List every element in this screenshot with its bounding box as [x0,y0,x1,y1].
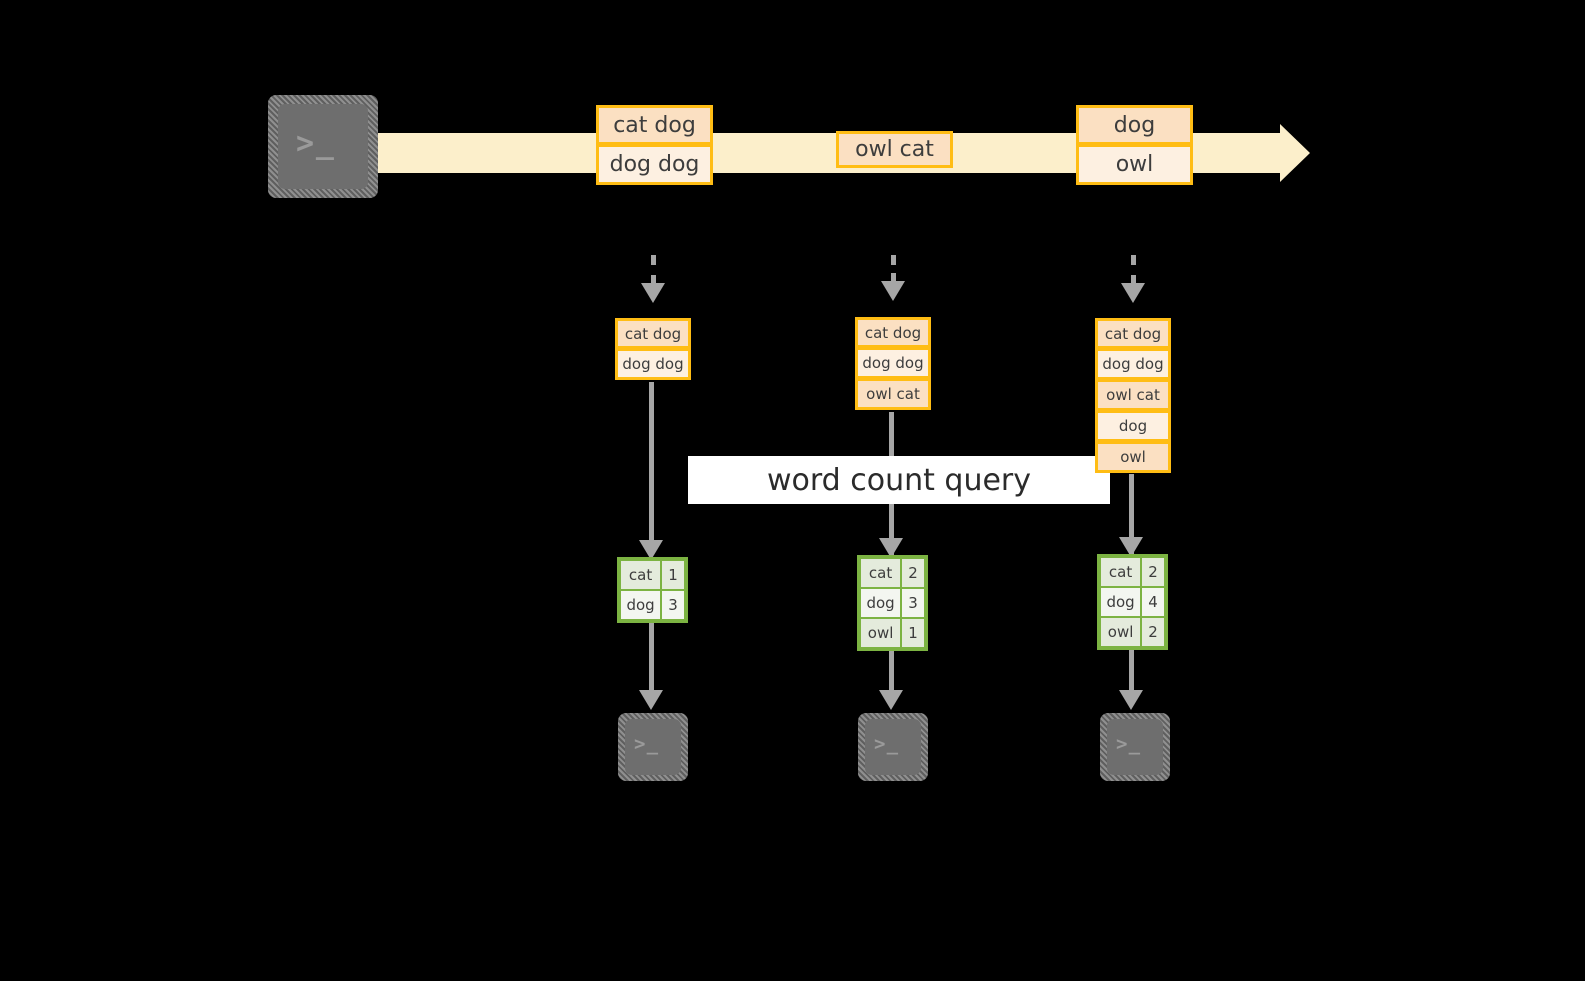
terminal-prompt-glyph: >_ [296,126,336,161]
terminal-body [625,719,681,775]
table-cell-word: cat [860,558,902,588]
snapshot-3-sink-terminal-icon: >_ [1100,713,1170,781]
table-cell-count: 2 [901,558,925,588]
snapshot-2-query-arrowhead [879,538,903,558]
table-cell-word: cat [620,560,662,590]
table-cell-count: 4 [1141,587,1165,617]
snapshot-3-query-connector [1129,474,1134,574]
snapshot-2-result-table: cat 2 dog 3 owl 1 [857,555,928,651]
table-cell-word: owl [860,618,902,648]
table-cell-count: 1 [661,560,685,590]
snapshot-2-intake-arrowhead [881,281,905,301]
table-row: dog 4 [1100,587,1165,617]
buffered-message: dog dog [855,348,931,379]
table-cell-count: 3 [661,590,685,620]
stream-message: owl [1076,145,1193,185]
terminal-body [865,719,921,775]
table-row: cat 2 [860,558,925,588]
stream-group-3: dog owl [1076,105,1193,185]
snapshot-1-query-arrowhead [639,540,663,560]
table-row: cat 2 [1100,557,1165,587]
stream-group-1: cat dog dog dog [596,105,713,185]
query-banner-label: word count query [766,462,1032,498]
buffered-message: dog dog [615,349,691,380]
snapshot-1-result-table: cat 1 dog 3 [617,557,688,623]
terminal-prompt-glyph: >_ [1116,733,1142,755]
buffered-message: cat dog [1095,318,1171,349]
buffered-message: owl [1095,442,1171,473]
snapshot-3-buffer: cat dog dog dog owl cat dog owl [1095,318,1171,473]
snapshot-1-sink-connector [649,623,654,695]
snapshot-1-query-connector [649,382,654,547]
table-cell-count: 2 [1141,557,1165,587]
table-cell-count: 1 [901,618,925,648]
table-cell-word: cat [1100,557,1142,587]
snapshot-3-result-table: cat 2 dog 4 owl 2 [1097,554,1168,650]
stream-message: cat dog [596,105,713,145]
snapshot-3-query-arrowhead [1119,537,1143,557]
buffered-message: cat dog [855,317,931,348]
buffered-message: owl cat [855,379,931,410]
snapshot-2-sink-arrowhead [879,690,903,710]
table-cell-count: 3 [901,588,925,618]
buffered-message: owl cat [1095,380,1171,411]
terminal-prompt-glyph: >_ [634,733,660,755]
snapshot-2-buffer: cat dog dog dog owl cat [855,317,931,410]
snapshot-1-sink-arrowhead [639,690,663,710]
table-cell-word: dog [1100,587,1142,617]
stream-group-2: owl cat [836,131,953,168]
snapshot-2-sink-terminal-icon: >_ [858,713,928,781]
table-row: dog 3 [860,588,925,618]
table-row: owl 1 [860,618,925,648]
snapshot-3-intake-arrowhead [1121,283,1145,303]
buffered-message: cat dog [615,318,691,349]
table-row: owl 2 [1100,617,1165,647]
stream-message: dog [1076,105,1193,145]
terminal-prompt-glyph: >_ [874,733,900,755]
snapshot-1-intake-connector [651,255,656,285]
stream-message: dog dog [596,145,713,185]
terminal-body [278,104,368,189]
snapshot-2-sink-connector [889,651,894,695]
query-banner: word count query [688,456,1110,504]
table-row: dog 3 [620,590,685,620]
terminal-body [1107,719,1163,775]
table-cell-word: dog [620,590,662,620]
table-cell-word: dog [860,588,902,618]
snapshot-1-buffer: cat dog dog dog [615,318,691,380]
source-terminal-icon: >_ [268,95,378,198]
buffered-message: dog dog [1095,349,1171,380]
snapshot-3-sink-connector [1129,650,1134,695]
stream-message: owl cat [836,131,953,168]
buffered-message: dog [1095,411,1171,442]
table-cell-count: 2 [1141,617,1165,647]
snapshot-1-sink-terminal-icon: >_ [618,713,688,781]
table-cell-word: owl [1100,617,1142,647]
snapshot-3-sink-arrowhead [1119,690,1143,710]
snapshot-1-intake-arrowhead [641,283,665,303]
event-stream-arrowhead [1280,124,1310,182]
snapshot-2-intake-connector [891,255,896,283]
table-row: cat 1 [620,560,685,590]
snapshot-3-intake-connector [1131,255,1136,285]
